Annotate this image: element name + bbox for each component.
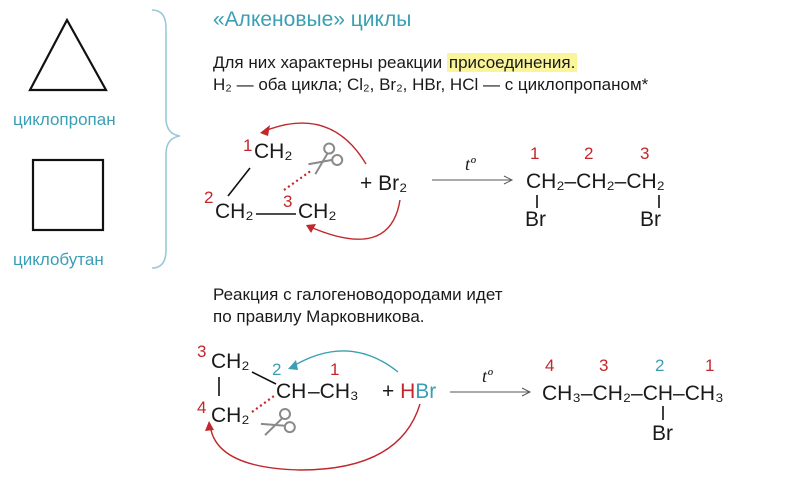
square-shape (31, 158, 105, 232)
product1-br-left: Br (525, 208, 546, 231)
reaction2-h: H (400, 380, 416, 403)
product1-num-3: 3 (640, 144, 650, 163)
reaction1-condition: tº (465, 154, 476, 174)
reaction2-condition: tº (482, 366, 493, 386)
reaction2-br: Br (415, 380, 437, 403)
product2-num-4: 4 (545, 356, 555, 375)
ring1-bond-left (227, 167, 251, 197)
ring1-num-right: 3 (283, 192, 293, 211)
ring1-cleaved-bond (283, 169, 313, 191)
section1-line1-text: Для них характерны реакции (213, 53, 447, 72)
ring2-num-top: 3 (197, 342, 207, 361)
product2-br: Br (652, 422, 673, 445)
ring2-atom-ch: CH (276, 380, 307, 403)
cyclopropane-label: циклопропан (13, 110, 116, 129)
section1-line2: H₂ — оба цикла; Cl₂, Br₂, HBr, HCl — с ц… (213, 75, 649, 94)
page-title: «Алкеновые» циклы (213, 8, 412, 31)
product2-num-1: 1 (705, 356, 715, 375)
section2-line2: по правилу Марковникова. (213, 307, 425, 326)
ring1-arrow-bottom (307, 199, 401, 240)
ring1-arrow-top-head (260, 125, 270, 136)
reaction1-reagent: + Br₂ (360, 172, 408, 195)
cyclobutane-label: циклобутан (13, 250, 104, 269)
ring1-num-top: 1 (243, 136, 253, 155)
product1-num-1: 1 (530, 144, 540, 163)
scissors-icon-2 (260, 408, 296, 436)
ring2-bond-top (251, 371, 277, 385)
ring2-arrow-blue-head (288, 360, 298, 370)
ring2-num-methyl: 1 (330, 360, 340, 379)
ring1-arrow-top (261, 122, 367, 165)
curly-brace (151, 9, 181, 269)
product1-br-right: Br (640, 208, 661, 231)
ring1-num-left: 2 (204, 188, 214, 207)
product2-chain: CH₃–CH₂–CH–CH₃ (542, 382, 724, 405)
ring2-atom-top: CH₂ (211, 350, 250, 373)
ring2-cleaved-bond (251, 395, 275, 413)
ring2-arrow-red-head (205, 421, 214, 431)
product1-chain: CH₂–CH₂–CH₂ (526, 170, 665, 193)
reaction2-plus: + (382, 380, 395, 403)
reaction2-arrow-head (521, 387, 532, 397)
triangle-shape (28, 17, 108, 92)
reaction1-arrow-head (503, 175, 514, 185)
ring1-atom-top: CH₂ (254, 140, 293, 163)
product1-num-2: 2 (584, 144, 594, 163)
scissors-icon (308, 142, 344, 175)
ring1-atom-left: CH₂ (215, 200, 254, 223)
section1-highlight: присоединения. (446, 53, 578, 72)
reaction2-reagent: + HBr (382, 380, 436, 404)
ring2-methyl: –CH₃ (308, 380, 359, 403)
product2-num-2: 2 (655, 356, 665, 375)
ring2-arrow-red (209, 403, 421, 471)
ring1-atom-right: CH₂ (298, 200, 337, 223)
section2-line1: Реакция с галогеноводородами идет (213, 285, 503, 304)
ring2-arrow-blue (289, 350, 399, 373)
section1-line1: Для них характерны реакции присоединения… (213, 52, 578, 74)
ring2-atom-bottom: CH₂ (211, 404, 250, 427)
ring1-arrow-bottom-head (306, 224, 316, 233)
product2-num-3: 3 (599, 356, 609, 375)
ring2-num-ch: 2 (272, 360, 282, 379)
ring2-num-bottom: 4 (197, 398, 207, 417)
